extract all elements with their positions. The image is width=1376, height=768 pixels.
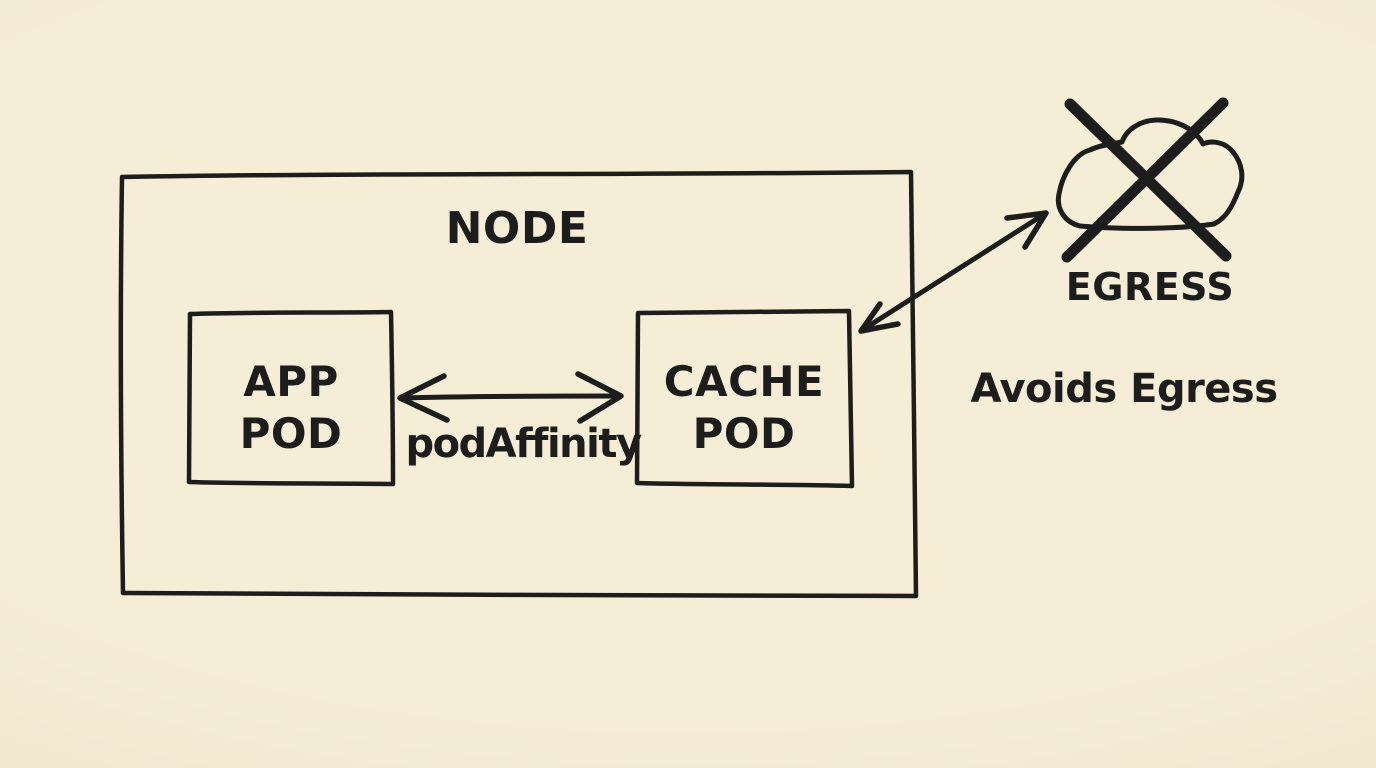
egress-arrow — [858, 210, 1049, 334]
avoids-egress-annotation: Avoids Egress — [970, 366, 1277, 412]
cache-pod-box — [634, 308, 855, 489]
app-pod-box — [186, 309, 396, 487]
app-pod-label-line2: POD — [240, 409, 343, 458]
arrow-head-right — [575, 371, 624, 424]
pod-affinity-arrow — [397, 371, 624, 424]
arrow-shaft — [861, 212, 1046, 332]
crossed-out-cloud-icon — [1055, 97, 1245, 263]
arrow-head-left — [397, 373, 450, 423]
arrow-head-lower — [858, 301, 901, 334]
cache-pod-label-line2: POD — [693, 409, 796, 458]
cache-pod-label-line1: CACHE — [664, 357, 825, 406]
node-box — [118, 169, 919, 599]
app-pod-label-line1: APP — [243, 357, 339, 406]
egress-label: EGRESS — [1066, 265, 1234, 309]
arrow-shaft — [399, 393, 622, 401]
pod-affinity-label: podAffinity — [405, 421, 642, 467]
node-label: NODE — [446, 203, 589, 254]
cross-stroke-2 — [1061, 97, 1229, 263]
arrow-head-upper — [1004, 210, 1049, 250]
